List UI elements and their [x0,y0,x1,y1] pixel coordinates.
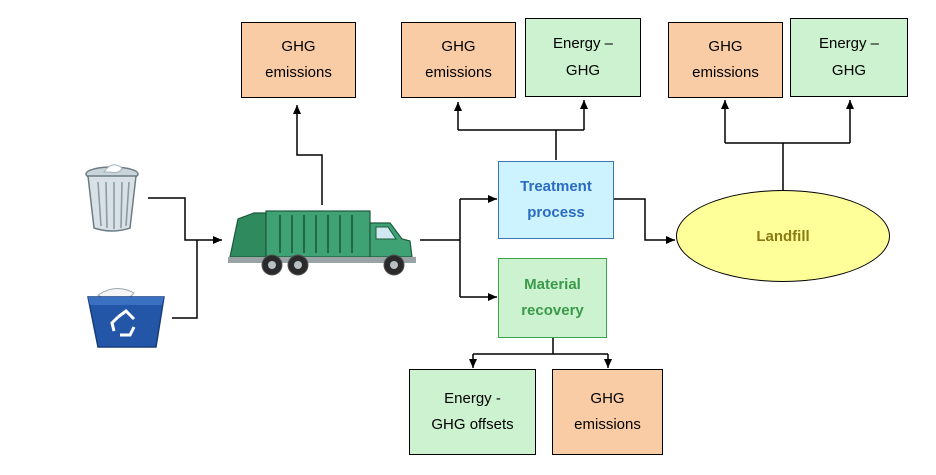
trash-can-icon [85,164,139,232]
landfill-ghg-emissions-label: GHG emissions [692,37,759,81]
truck-ghg-emissions-label: GHG emissions [265,37,332,81]
recovery-ghg-emissions-label: GHG emissions [574,389,641,433]
landfill-energy-ghg-label: Energy – GHG [818,35,880,79]
treatment-ghg-emissions-box: GHG emissions [401,22,516,98]
material-recovery-box: Material recovery [498,258,607,338]
landfill-ellipse: Landfill [676,190,890,282]
landfill-label: Landfill [756,227,810,245]
treatment-ghg-emissions-label: GHG emissions [425,37,492,81]
treatment-energy-ghg-label: Energy – GHG [552,35,614,79]
energy-ghg-offsets-label: Energy - GHG offsets [431,389,514,433]
landfill-energy-ghg-box: Energy – GHG [790,18,908,97]
garbage-truck-icon [228,210,416,276]
material-recovery-label: Material recovery [521,275,584,319]
truck-ghg-emissions-box: GHG emissions [241,22,356,98]
treatment-process-label: Treatment process [520,177,592,221]
recovery-ghg-emissions-box: GHG emissions [552,369,663,455]
landfill-ghg-emissions-box: GHG emissions [668,22,783,98]
energy-ghg-offsets-box: Energy - GHG offsets [409,369,536,455]
treatment-energy-ghg-box: Energy – GHG [525,18,641,97]
recycling-bin-icon [87,288,165,348]
treatment-process-box: Treatment process [498,161,614,239]
